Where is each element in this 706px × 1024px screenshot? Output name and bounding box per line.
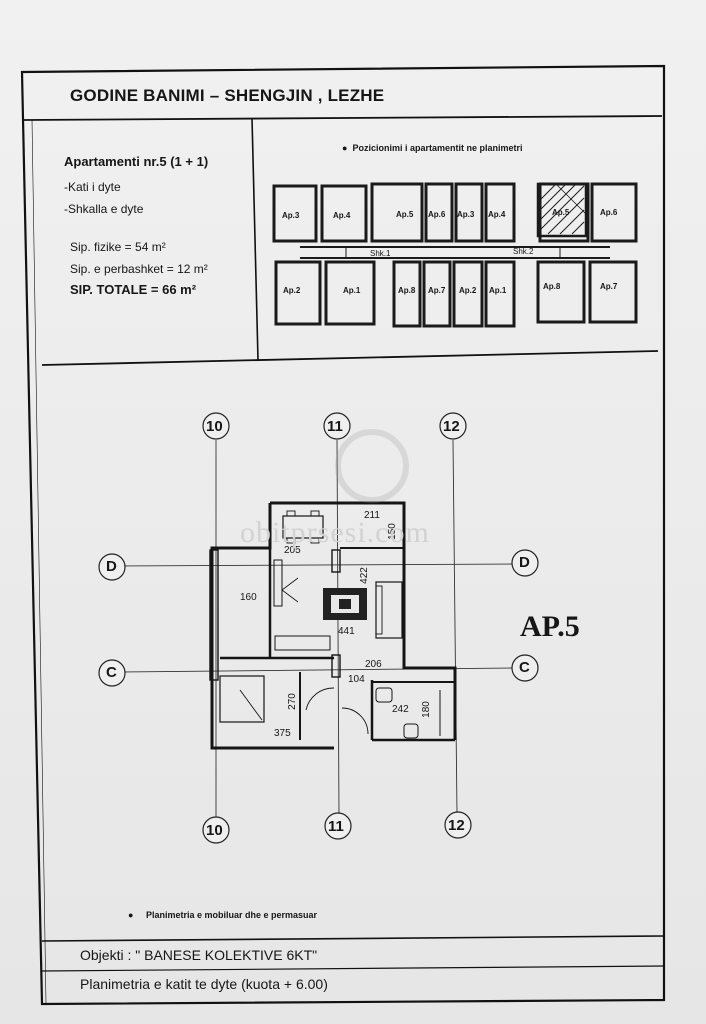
keyplan-label: Ap.4 bbox=[333, 211, 351, 220]
grid-column-label: 12 bbox=[443, 418, 460, 435]
keyplan-label: Ap.1 bbox=[489, 286, 507, 295]
apartment-name: Apartamenti nr.5 bbox=[64, 154, 167, 169]
dimension-label: 180 bbox=[420, 701, 432, 718]
grid-column-label: 12 bbox=[448, 817, 465, 834]
dimension-label: 205 bbox=[284, 545, 301, 556]
footer-object: Objekti : " BANESE KOLEKTIVE 6KT" bbox=[80, 947, 318, 963]
keyplan-caption-text: Pozicionimi i apartamentit ne planimetri bbox=[352, 143, 523, 153]
dimension-label: 375 bbox=[274, 728, 291, 739]
keyplan-label: Ap.7 bbox=[600, 282, 618, 291]
keyplan-label: Ap.4 bbox=[488, 210, 506, 219]
keyplan-label: Ap.6 bbox=[428, 210, 446, 219]
keyplan-label-highlighted: Ap.5 bbox=[552, 208, 570, 217]
apartment-plan-label: AP.5 bbox=[520, 610, 580, 643]
grid-column-label: 10 bbox=[206, 822, 223, 839]
grid-markers bbox=[98, 412, 539, 844]
keyplan-label: Ap.3 bbox=[282, 211, 300, 220]
page-title: GODINE BANIMI – SHENGJIN , LEZHE bbox=[70, 86, 385, 105]
bullet-icon: ● bbox=[342, 143, 353, 153]
coffee-table bbox=[323, 588, 367, 620]
keyplan-label: Ap.2 bbox=[283, 286, 301, 295]
plan-caption: ● Planimetria e mobiluar dhe e permasuar bbox=[128, 910, 317, 920]
grid-column-label: 11 bbox=[327, 418, 343, 435]
keyplan-label: Ap.1 bbox=[343, 286, 361, 295]
keyplan-label: Ap.2 bbox=[459, 286, 477, 295]
area-physical: Sip. fizike = 54 m² bbox=[70, 240, 166, 254]
keyplan-label: Ap.8 bbox=[543, 282, 561, 291]
dimension-label: 270 bbox=[286, 693, 298, 710]
keyplan-drawing bbox=[272, 182, 638, 328]
grid-row-label: D bbox=[106, 558, 117, 575]
stair-label: Shk.2 bbox=[513, 247, 534, 256]
plan-caption-text: Planimetria e mobiluar dhe e permasuar bbox=[145, 910, 318, 920]
grid-row-label: C bbox=[106, 664, 117, 681]
keyplan-label: Ap.7 bbox=[428, 286, 446, 295]
grid-column-label: 10 bbox=[206, 418, 223, 435]
dimension-label: 211 bbox=[364, 510, 380, 521]
dimension-label: 441 bbox=[338, 626, 355, 637]
dimension-label: 422 bbox=[358, 567, 370, 584]
grid-lines bbox=[123, 439, 514, 820]
grid-column-label: 11 bbox=[328, 818, 344, 835]
area-total: SIP. TOTALE = 66 m² bbox=[70, 282, 197, 297]
apartment-type: (1 + 1) bbox=[170, 154, 209, 169]
keyplan-caption: ● Pozicionimi i apartamentit ne planimet… bbox=[342, 143, 522, 153]
footer-floor-plan: Planimetria e katit te dyte (kuota + 6.0… bbox=[80, 976, 328, 992]
apartment-heading: Apartamenti nr.5 (1 + 1) bbox=[64, 154, 208, 169]
bullet-icon: ● bbox=[128, 910, 146, 920]
watermark-text: obitprsesi.com bbox=[240, 516, 430, 549]
dimension-label: 160 bbox=[240, 592, 257, 603]
keyplan-label: Ap.5 bbox=[396, 210, 414, 219]
grid-row-label: C bbox=[519, 659, 530, 676]
keyplan-label: Ap.8 bbox=[398, 286, 416, 295]
stair-label: Shk.1 bbox=[370, 249, 391, 258]
dimension-label: 242 bbox=[392, 704, 409, 715]
dimension-label: 206 bbox=[365, 659, 382, 670]
keyplan-label: Ap.6 bbox=[600, 208, 618, 217]
apartment-floor: -Kati i dyte bbox=[64, 180, 121, 194]
keyplan-label: Ap.3 bbox=[457, 210, 475, 219]
floor-plan-walls bbox=[209, 501, 457, 750]
grid-row-label: D bbox=[519, 554, 530, 571]
watermark-logo bbox=[335, 429, 409, 503]
dimension-label: 104 bbox=[348, 674, 365, 685]
area-shared: Sip. e perbashket = 12 m² bbox=[70, 262, 208, 276]
apartment-stair: -Shkalla e dyte bbox=[64, 202, 144, 216]
